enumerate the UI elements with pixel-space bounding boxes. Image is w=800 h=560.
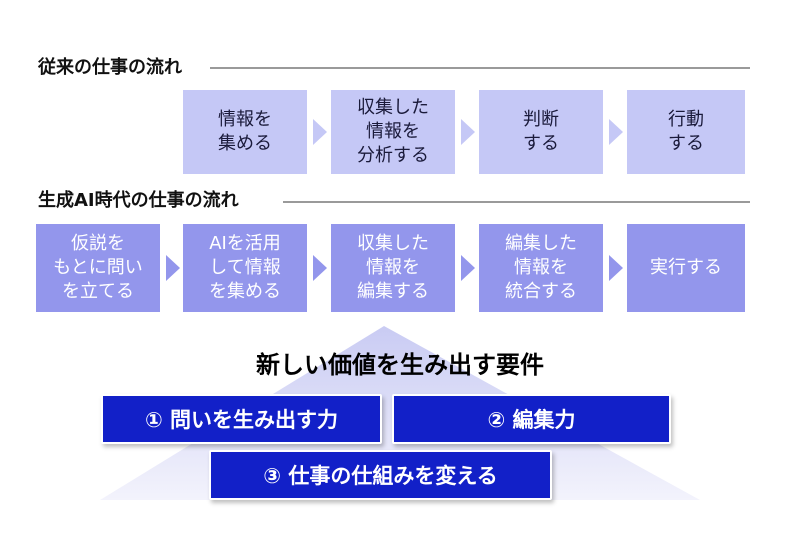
traditional-section-title: 従来の仕事の流れ <box>38 57 182 78</box>
requirements-title: 新しい価値を生み出す要件 <box>256 351 544 379</box>
requirement-question-power: ① 問いを生み出す力 <box>101 394 382 444</box>
ai-step-1: 仮説をもとに問いを立てる <box>36 224 160 312</box>
ai-era-section-line <box>283 201 750 203</box>
ai-step-2: AIを活用して情報を集める <box>183 224 307 312</box>
traditional-section-line <box>210 67 750 69</box>
ai-era-section-title: 生成AI時代の仕事の流れ <box>38 190 239 211</box>
traditional-step-2: 収集した情報を分析する <box>331 90 455 174</box>
arrow-right-icon <box>166 255 180 281</box>
arrow-right-icon <box>461 255 475 281</box>
traditional-step-1: 情報を集める <box>183 90 307 174</box>
requirement-change-work-system: ③ 仕事の仕組みを変える <box>209 450 552 500</box>
ai-step-3: 収集した情報を編集する <box>331 224 455 312</box>
arrow-right-icon <box>461 119 475 145</box>
arrow-right-icon <box>313 119 327 145</box>
ai-step-4: 編集した情報を統合する <box>479 224 603 312</box>
ai-step-5: 実行する <box>627 224 745 312</box>
arrow-right-icon <box>313 255 327 281</box>
requirement-editing-power: ② 編集力 <box>392 394 671 444</box>
arrow-right-icon <box>609 255 623 281</box>
arrow-right-icon <box>609 119 623 145</box>
traditional-step-3: 判断する <box>479 90 603 174</box>
traditional-step-4: 行動する <box>627 90 745 174</box>
